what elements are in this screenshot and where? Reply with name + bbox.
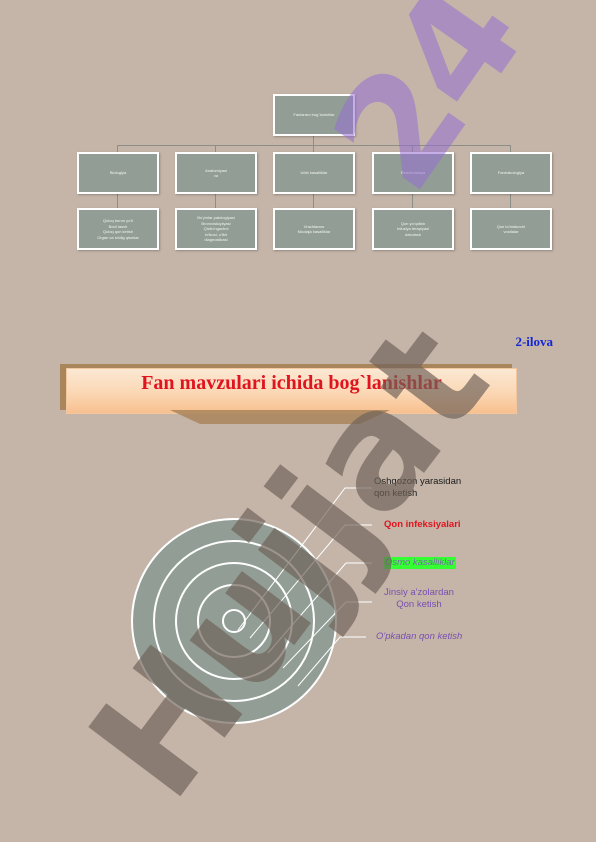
org-detail-text: Qon to'xtatuvchi vositalar <box>496 223 526 235</box>
connector-col-3 <box>313 145 314 153</box>
ring-1 <box>222 609 246 633</box>
connector-root-down <box>313 135 314 145</box>
org-category-box: Reanimatsiya <box>372 152 454 194</box>
connector-sub-1 <box>117 193 118 209</box>
connector-col-1 <box>117 145 118 153</box>
connector-sub-5 <box>510 193 511 209</box>
org-detail-text: Bo'yinlar patologiyasi Bronxoskopiyasi Q… <box>197 215 235 243</box>
connector-col-2 <box>215 145 216 153</box>
connector-sub-2 <box>215 193 216 209</box>
org-category-label: Anatomiyasi va <box>205 167 227 179</box>
concentric-diagram <box>131 487 372 724</box>
circle-label-2: Qon infeksiyalari <box>384 519 461 530</box>
org-detail-text: Vrachlararo Muolaja kasalliklar <box>297 223 331 235</box>
leader-line-4 <box>282 601 372 669</box>
org-detail-box: Qon yo'qotish Infuziya terapiyasi davola… <box>372 208 454 250</box>
org-category-label: Biologiya <box>109 170 127 176</box>
connector-horizontal <box>117 145 511 146</box>
leader-line-1 <box>237 487 372 631</box>
org-detail-text: Quloq burun yo'li Bodi tasvir Quloq qon … <box>97 218 139 240</box>
org-category-label: Ichki kasalliklar <box>300 170 328 176</box>
circle-label-3: Osmo kasalliklar <box>384 557 456 569</box>
org-category-box: Anatomiyasi va <box>175 152 257 194</box>
appendix-label: 2-ilova <box>515 334 553 349</box>
org-category-box: Farmakologiya <box>470 152 552 194</box>
org-root-label: Fanlararo bog`lanishlar <box>293 112 335 118</box>
circle-label-5: O'pkadan qon ketish <box>376 631 463 642</box>
circle-label-1: Oshqozon yarasidan qon ketish <box>374 476 462 499</box>
org-detail-box: Qon to'xtatuvchi vositalar <box>470 208 552 250</box>
leader-line-2 <box>249 524 372 639</box>
banner <box>66 368 517 414</box>
org-category-box: Ichki kasalliklar <box>273 152 355 194</box>
connector-sub-3 <box>313 193 314 209</box>
leader-line-3 <box>267 562 372 654</box>
org-detail-box: Bo'yinlar patologiyasi Bronxoskopiyasi Q… <box>175 208 257 250</box>
concentric-circles <box>131 518 337 724</box>
connector-sub-4 <box>412 193 413 209</box>
org-detail-text: Qon yo'qotish Infuziya terapiyasi davola… <box>396 220 429 237</box>
banner-title: Fan mavzulari ichida bog`lanishlar <box>141 372 442 394</box>
org-category-box: Biologiya <box>77 152 159 194</box>
connector-col-5 <box>510 145 511 153</box>
banner-fold <box>170 410 390 424</box>
connector-col-4 <box>412 145 413 153</box>
circle-label-4: Jinsiy a'zolardan Qon ketish <box>384 587 454 610</box>
org-category-label: Farmakologiya <box>497 170 525 176</box>
org-detail-box: Vrachlararo Muolaja kasalliklar <box>273 208 355 250</box>
leader-line-5 <box>297 636 366 687</box>
org-detail-box: Quloq burun yo'li Bodi tasvir Quloq qon … <box>77 208 159 250</box>
leader-lines <box>237 487 372 687</box>
org-category-label: Reanimatsiya <box>400 170 426 176</box>
org-root-box: Fanlararo bog`lanishlar <box>273 94 355 136</box>
